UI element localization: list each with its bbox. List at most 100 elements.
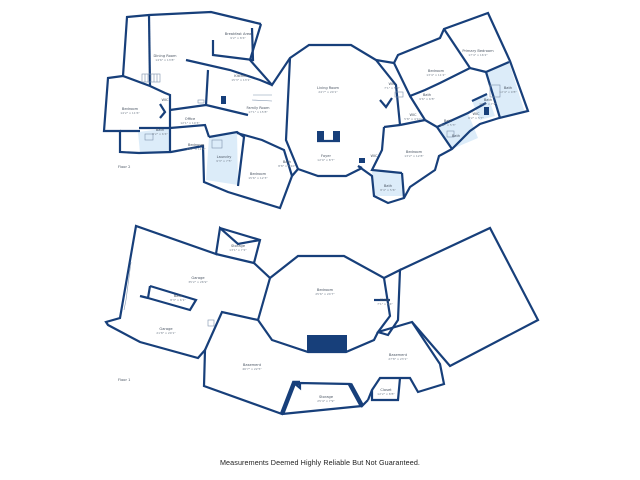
lower-garage-bay xyxy=(146,284,198,312)
center-front-wall xyxy=(297,167,363,178)
label-utility: Utility xyxy=(380,298,391,302)
column-3 xyxy=(359,158,365,163)
dims-bath-5: 8'1" x 5'3" xyxy=(440,123,456,127)
dims-kitchen: 15'3" x 13'1" xyxy=(231,78,251,82)
hall-wall xyxy=(169,103,207,112)
bath-highlight-right xyxy=(437,113,478,149)
central-room-wall xyxy=(269,254,402,337)
lower-garage-bay-2 xyxy=(139,294,149,300)
label-basement-a: Basement xyxy=(243,363,262,367)
label-storage-2: Storage xyxy=(319,395,334,399)
bedroom-3-wall-2 xyxy=(400,172,406,199)
label-bath-right: Bath xyxy=(452,134,460,138)
bedroom-wall xyxy=(236,131,294,177)
lower-floor-plan xyxy=(104,224,540,416)
dims-storage-2: 25'4" x 7'9" xyxy=(317,399,335,403)
dims-primary-bath: 12'4" x 9'8" xyxy=(499,90,517,94)
dims-laundry: 9'3" x 7'5" xyxy=(216,159,232,163)
wic-highlight xyxy=(472,94,495,120)
dims-family-room: 17'1" x 15'8" xyxy=(248,110,268,114)
floor-1-label: Floor 1 xyxy=(118,378,130,382)
label-bath-mid: Bath xyxy=(283,160,291,164)
label-living-room: Living Room xyxy=(317,86,340,90)
label-breakfast-area: Breakfast Area xyxy=(225,32,252,36)
right-wing-inner xyxy=(393,62,487,98)
dims-breakfast-area: 9'2" x 8'4" xyxy=(230,36,246,40)
breakfast-wall xyxy=(211,27,255,62)
column-2 xyxy=(484,107,489,115)
label-office: Office xyxy=(185,117,196,121)
upper-floor-plan xyxy=(102,10,530,210)
primary-bath-wall xyxy=(484,71,502,119)
dims-wic-4: 6'2" x 5'7" xyxy=(468,116,484,120)
office-wall xyxy=(399,118,426,127)
storage-wall-thick-2 xyxy=(348,382,364,408)
label-bath-3: Bath xyxy=(384,184,392,188)
laundry-highlight xyxy=(206,132,238,185)
storage-room xyxy=(215,226,262,265)
dims-bedroom-w: 13'4" x 11'2" xyxy=(426,73,446,77)
label-wic-mid: WIC xyxy=(370,154,378,158)
label-bedroom-g: Bedroom xyxy=(317,288,334,292)
dims-wic-3: 5'8" x 4'10" xyxy=(404,117,422,121)
dims-garage-left: 35'2" x 26'9" xyxy=(188,280,208,284)
closet-wall-lower xyxy=(370,377,402,402)
label-bath-6: Bath xyxy=(484,98,492,102)
floor-2-label: Floor 2 xyxy=(118,165,130,169)
dims-garage-lower: 21'8" x 20'1" xyxy=(156,331,176,335)
label-primary-bath: Bath xyxy=(504,86,512,90)
label-bath-left: Bath xyxy=(156,128,164,132)
foyer-wall xyxy=(284,57,300,170)
label-foyer: Foyer xyxy=(321,154,331,158)
storage-bottom xyxy=(281,404,363,416)
label-wic-3: WIC xyxy=(409,113,417,117)
dims-living-room: 24'7" x 20'1" xyxy=(318,90,338,94)
dims-foyer: 12'9" x 8'7" xyxy=(317,158,335,162)
bath-3-highlight xyxy=(372,171,403,196)
dims-bedroom-4: 13'2" x 12'8" xyxy=(404,154,424,158)
dims-bedroom-left: 14'2" x 11'6" xyxy=(120,111,140,115)
label-garage-lower: Garage xyxy=(159,327,173,331)
dims-basement-a: 46'7" x 22'5" xyxy=(242,367,262,371)
label-bath-4: Bath xyxy=(423,93,431,97)
right-wing-outer-wall xyxy=(357,11,530,205)
lower-fixtures xyxy=(123,261,132,311)
label-wic-right: WIC xyxy=(388,82,396,86)
dims-bath-left: 8'2" x 6'4" xyxy=(152,132,168,136)
storage-wall-thick xyxy=(279,380,300,415)
label-bath-g: Bath xyxy=(174,294,182,298)
dims-bath-6: 10'4" x 7'2" xyxy=(479,102,497,106)
kitchen-wall xyxy=(185,58,273,87)
label-laundry: Laundry xyxy=(217,155,233,159)
lower-fixture-2 xyxy=(207,319,215,327)
dims-utility: 7'1" x 5'4" xyxy=(377,302,393,306)
dining-wall xyxy=(147,14,152,87)
left-wing-outer-wall xyxy=(102,10,299,210)
left-wing-inner-walls xyxy=(122,74,172,128)
closet-wall xyxy=(485,60,510,74)
room-labels: Dining Room 14'6" x 13'8" Breakfast Area… xyxy=(118,32,517,403)
dims-storage: 13'1" x 7'2" xyxy=(229,248,247,252)
stair-wall xyxy=(159,103,167,119)
label-bedroom-4: Bedroom xyxy=(406,150,423,154)
dims-basement-b: 27'8" x 23'1" xyxy=(388,357,408,361)
label-wic-4: WIC xyxy=(472,112,480,116)
right-entry-wall xyxy=(383,123,401,129)
fixtures-upper xyxy=(141,73,501,149)
label-bedroom-3: Bedroom xyxy=(250,172,267,176)
dims-closet: 12'2" x 8'8" xyxy=(377,392,395,396)
column-1 xyxy=(221,96,226,104)
label-bedroom-2: Bedroom xyxy=(188,143,205,147)
label-bath-5: Bath xyxy=(444,119,452,123)
label-garage-left: Garage xyxy=(191,276,205,280)
bath-wall-2 xyxy=(169,123,211,138)
fireplace xyxy=(317,131,324,141)
right-hall-wall xyxy=(379,97,393,109)
dims-dining-room: 14'6" x 13'8" xyxy=(155,58,175,62)
dims-bath-3: 8'4" x 5'6" xyxy=(380,188,396,192)
right-garage-wall xyxy=(399,226,540,368)
fireplace-2 xyxy=(333,131,340,141)
dims-bedroom-g: 25'6" x 24'7" xyxy=(315,292,335,296)
dims-bath-4: 9'6" x 6'8" xyxy=(419,97,435,101)
bath-right-wall xyxy=(436,126,453,150)
